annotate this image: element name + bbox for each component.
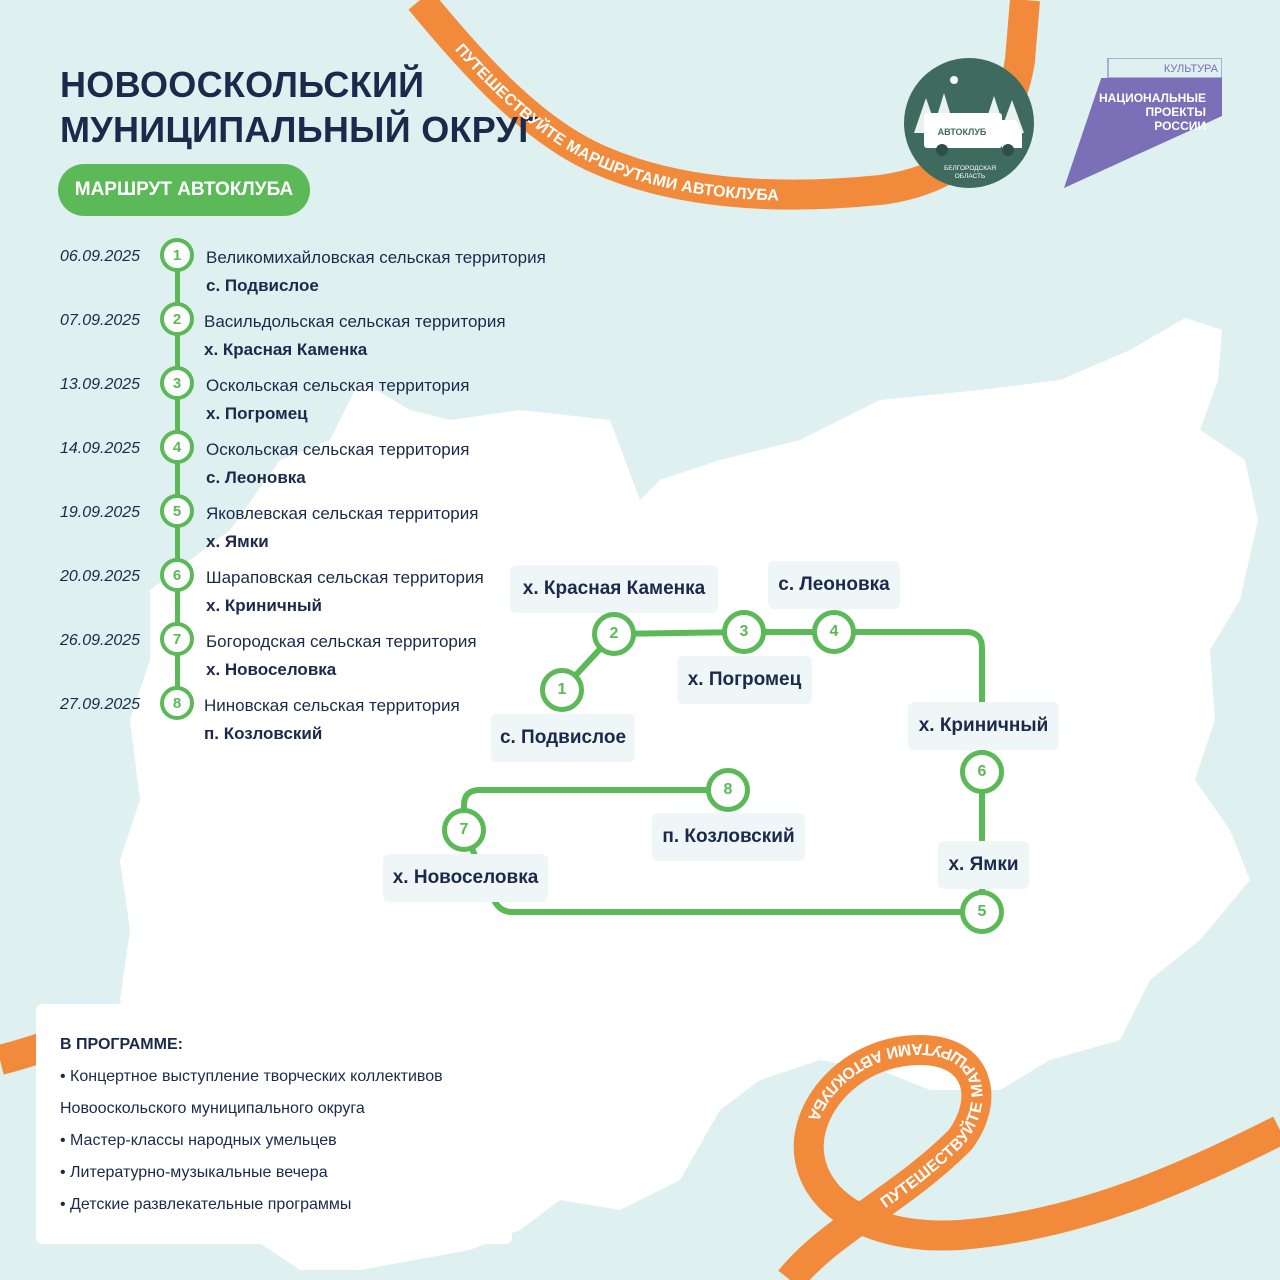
program-item: • Концертное выступление творческих колл… bbox=[60, 1068, 443, 1085]
map-label-podvisloe: с. Подвислое bbox=[491, 714, 635, 762]
schedule-territory: Шараповская сельская территория bbox=[206, 568, 484, 587]
schedule-village: с. Леоновка bbox=[206, 468, 306, 487]
schedule-row: 13.09.2025 3 Оскольская сельская террито… bbox=[0, 364, 600, 428]
map-node-8: 8 bbox=[706, 768, 750, 812]
schedule-village: х. Погромец bbox=[206, 404, 308, 423]
schedule-row: 27.09.2025 8 Ниновская сельская территор… bbox=[0, 684, 600, 748]
culture-line-1: НАЦИОНАЛЬНЫЕ bbox=[1099, 91, 1206, 105]
program-heading: В ПРОГРАММЕ: bbox=[60, 1036, 183, 1053]
page-title: НОВООСКОЛЬСКИЙ МУНИЦИПАЛЬНЫЙ ОКРУГ bbox=[60, 62, 539, 152]
map-label-pogromets: х. Погромец bbox=[677, 656, 812, 704]
schedule-date: 07.09.2025 bbox=[60, 312, 141, 329]
schedule-territory: Оскольская сельская территория bbox=[206, 440, 470, 459]
schedule-row: 20.09.2025 6 Шараповская сельская террит… bbox=[0, 556, 600, 620]
schedule-row: 07.09.2025 2 Васильдольская сельская тер… bbox=[0, 300, 600, 364]
national-projects-logo: КУЛЬТУРА НАЦИОНАЛЬНЫЕ ПРОЕКТЫ РОССИИ bbox=[1064, 57, 1223, 188]
culture-line-3: РОССИИ bbox=[1154, 119, 1206, 133]
schedule-row: 19.09.2025 5 Яковлевская сельская террит… bbox=[0, 492, 600, 556]
schedule-territory: Яковлевская сельская территория bbox=[206, 504, 479, 523]
program-item: Новооскольского муниципального округа bbox=[60, 1100, 365, 1117]
schedule-village: х. Ямки bbox=[206, 532, 269, 551]
route-badge: МАРШРУТ АВТОКЛУБА bbox=[58, 164, 310, 216]
culture-line-2: ПРОЕКТЫ bbox=[1145, 105, 1206, 119]
map-label-yamki: х. Ямки bbox=[938, 841, 1029, 889]
schedule-village: с. Подвислое bbox=[206, 276, 319, 295]
map-node-7: 7 bbox=[442, 808, 486, 852]
program-item: • Литературно-музыкальные вечера bbox=[60, 1164, 328, 1181]
schedule-village: х. Красная Каменка bbox=[204, 340, 368, 359]
schedule-timeline bbox=[175, 250, 180, 700]
schedule-village: х. Криничный bbox=[206, 596, 322, 615]
map-label-leonovka: с. Леоновка bbox=[768, 561, 900, 609]
schedule-row: 14.09.2025 4 Оскольская сельская террито… bbox=[0, 428, 600, 492]
map-node-2: 2 bbox=[592, 612, 636, 656]
schedule-number: 8 bbox=[160, 686, 194, 720]
schedule-date: 06.09.2025 bbox=[60, 248, 141, 265]
map-node-3: 3 bbox=[722, 610, 766, 654]
program-item: • Детские развлекательные программы bbox=[60, 1196, 352, 1213]
schedule-village: п. Козловский bbox=[204, 724, 323, 743]
schedule-number: 6 bbox=[160, 558, 194, 592]
forest-truck-icon: АВТОКЛУБ БЕЛГОРОДСКАЯ ОБЛАСТЬ bbox=[914, 76, 1024, 180]
schedule-number: 1 bbox=[160, 238, 194, 272]
schedule-date: 27.09.2025 bbox=[60, 696, 141, 713]
schedule-date: 26.09.2025 bbox=[60, 632, 141, 649]
schedule-territory: Великомихайловская сельская территория bbox=[206, 248, 546, 267]
schedule-date: 19.09.2025 bbox=[60, 504, 141, 521]
map-label-krinichny: х. Криничный bbox=[908, 702, 1059, 750]
schedule-number: 2 bbox=[160, 302, 194, 336]
map-label-krasnaya-kamenka: х. Красная Каменка bbox=[510, 565, 718, 613]
map-node-4: 4 bbox=[812, 610, 856, 654]
title-line-1: НОВООСКОЛЬСКИЙ bbox=[60, 64, 425, 105]
map-node-5: 5 bbox=[960, 890, 1004, 934]
schedule-number: 5 bbox=[160, 494, 194, 528]
schedule-territory: Ниновская сельская территория bbox=[204, 696, 460, 715]
map-node-6: 6 bbox=[960, 750, 1004, 794]
title-line-2: МУНИЦИПАЛЬНЫЙ ОКРУГ bbox=[60, 109, 540, 150]
schedule-number: 3 bbox=[160, 366, 194, 400]
schedule-date: 13.09.2025 bbox=[60, 376, 141, 393]
avtoklub-logo: АВТОКЛУБ БЕЛГОРОДСКАЯ ОБЛАСТЬ bbox=[904, 58, 1034, 188]
schedule-village: х. Новоселовка bbox=[206, 660, 337, 679]
logo-region-2: ОБЛАСТЬ bbox=[955, 173, 986, 180]
national-projects-icon: КУЛЬТУРА НАЦИОНАЛЬНЫЕ ПРОЕКТЫ РОССИИ bbox=[1064, 57, 1223, 188]
map-label-novoselovka: х. Новоселовка bbox=[383, 854, 548, 902]
schedule-number: 7 bbox=[160, 622, 194, 656]
schedule-territory: Васильдольская сельская территория bbox=[204, 312, 506, 331]
schedule-territory: Богородская сельская территория bbox=[206, 632, 477, 651]
program-item: • Мастер-классы народных умельцев bbox=[60, 1132, 337, 1149]
schedule-date: 14.09.2025 bbox=[60, 440, 141, 457]
schedule-territory: Оскольская сельская территория bbox=[206, 376, 470, 395]
schedule-row: 26.09.2025 7 Богородская сельская террит… bbox=[0, 620, 600, 684]
map-label-kozlovsky: п. Козловский bbox=[652, 813, 805, 861]
schedule-date: 20.09.2025 bbox=[60, 568, 141, 585]
logo-name: АВТОКЛУБ bbox=[938, 127, 987, 137]
map-node-1: 1 bbox=[540, 668, 584, 712]
program-box: В ПРОГРАММЕ: • Концертное выступление тв… bbox=[36, 1004, 512, 1244]
schedule-row: 06.09.2025 1 Великомихайловская сельская… bbox=[0, 236, 600, 300]
culture-top: КУЛЬТУРА bbox=[1164, 63, 1219, 75]
logo-region-1: БЕЛГОРОДСКАЯ bbox=[944, 165, 996, 172]
schedule-number: 4 bbox=[160, 430, 194, 464]
